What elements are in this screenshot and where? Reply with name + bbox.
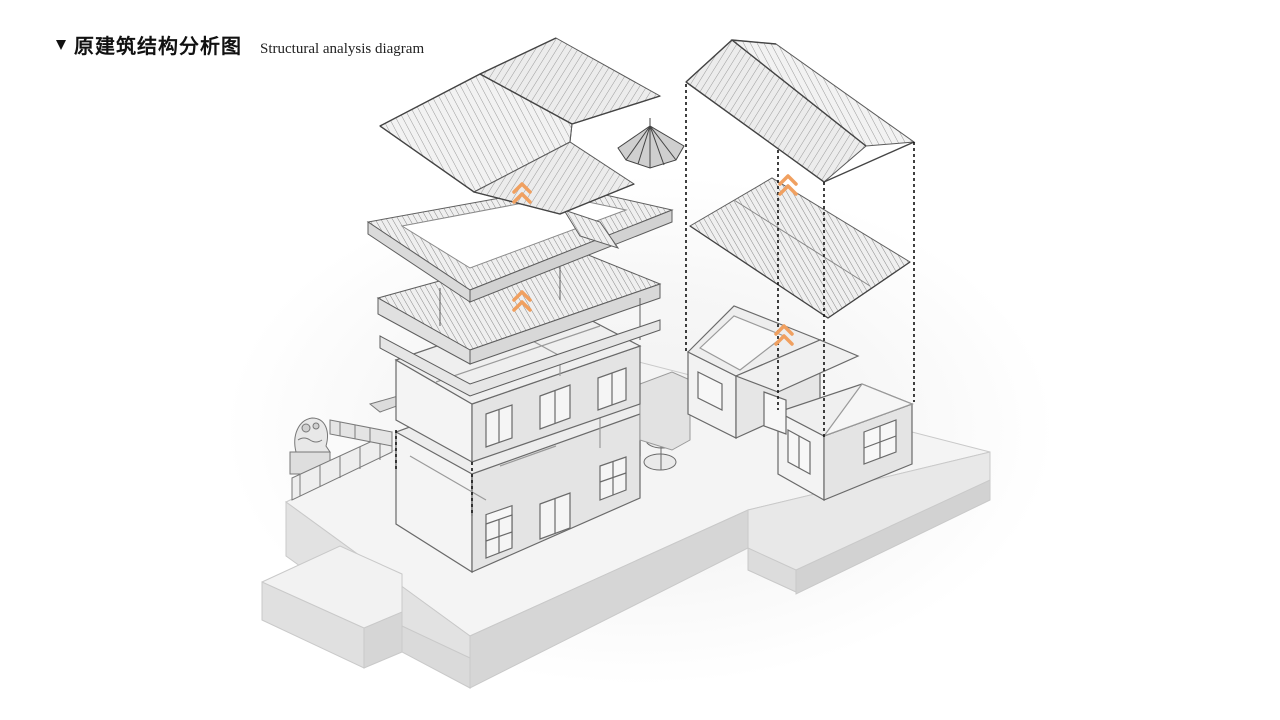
- spiral-stair: [639, 371, 691, 471]
- side-roof-upper: [685, 39, 916, 183]
- roof-main-upper: [379, 37, 662, 215]
- side-roof-lower: [689, 177, 911, 319]
- upper-floor-frame: [376, 245, 662, 397]
- side-rooms: [686, 305, 914, 502]
- page-title: 原建筑结构分析图: [74, 34, 242, 58]
- header: 原建筑结构分析图 Structural analysis diagram: [56, 30, 424, 59]
- eaves-ring: [366, 185, 674, 303]
- guide-lines: [395, 84, 915, 516]
- triangle-down-icon: [56, 40, 66, 50]
- page-subtitle: Structural analysis diagram: [260, 41, 425, 57]
- octagonal-pavilion-roof: [617, 118, 685, 169]
- stone-lion: [289, 417, 331, 475]
